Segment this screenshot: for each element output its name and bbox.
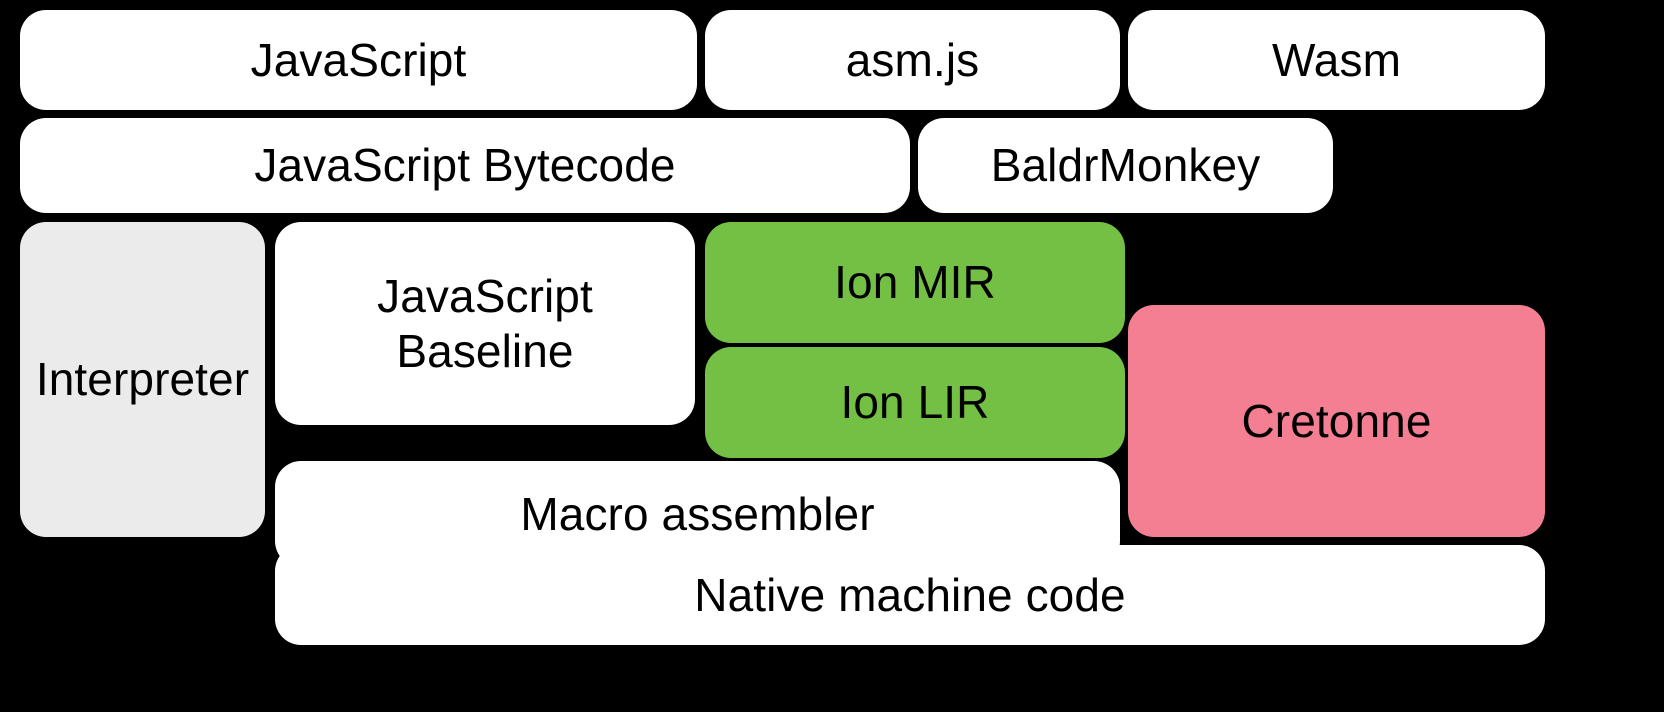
node-javascript-baseline: JavaScript Baseline xyxy=(275,222,695,425)
node-native-machine-code: Native machine code xyxy=(275,545,1545,645)
node-cretonne: Cretonne xyxy=(1128,305,1545,537)
node-javascript-bytecode: JavaScript Bytecode xyxy=(20,118,910,213)
node-asm-js: asm.js xyxy=(705,10,1120,110)
node-ion-mir: Ion MIR xyxy=(705,222,1125,343)
node-javascript: JavaScript xyxy=(20,10,697,110)
node-ion-lir: Ion LIR xyxy=(705,347,1125,458)
node-wasm: Wasm xyxy=(1128,10,1545,110)
node-interpreter: Interpreter xyxy=(20,222,265,537)
node-baldrmonkey: BaldrMonkey xyxy=(918,118,1333,213)
